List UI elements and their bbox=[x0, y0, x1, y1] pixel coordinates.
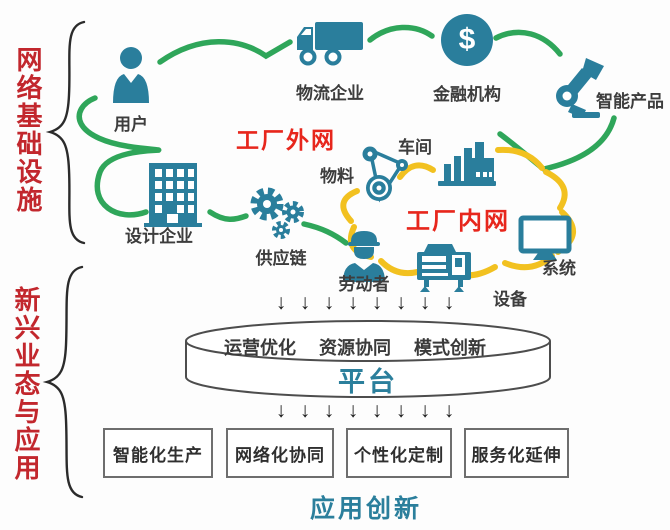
app-box-smart-production: 智能化生产 bbox=[103, 428, 213, 478]
factory-external-network-label: 工厂外网 bbox=[236, 127, 336, 153]
down-arrow-icon: ↓ bbox=[323, 399, 335, 422]
down-arrow-icon: ↓ bbox=[443, 291, 455, 314]
app-box-service-extension: 服务化延伸 bbox=[464, 428, 569, 478]
down-arrow-icon: ↓ bbox=[299, 291, 311, 314]
factory-icon bbox=[436, 140, 498, 188]
brace-bottom bbox=[42, 265, 84, 499]
down-arrow-icon: ↓ bbox=[419, 399, 431, 422]
pulley-belt-icon bbox=[358, 146, 414, 204]
down-arrow-icon: ↓ bbox=[395, 399, 407, 422]
down-arrow-icon: ↓ bbox=[299, 399, 311, 422]
truck-icon bbox=[295, 20, 365, 66]
node-equipment-label: 设备 bbox=[493, 290, 527, 309]
node-system-label: 系统 bbox=[542, 259, 576, 278]
left-section-label-network-infrastructure: 网络基础设施 bbox=[13, 46, 43, 214]
down-arrow-icon: ↓ bbox=[443, 399, 455, 422]
gears-icon bbox=[247, 186, 309, 242]
user-icon bbox=[111, 46, 151, 104]
node-workshop-label: 车间 bbox=[398, 138, 432, 157]
brace-top bbox=[45, 20, 86, 245]
node-smart-product-label: 智能产品 bbox=[596, 92, 664, 111]
app-box-personalized-customization: 个性化定制 bbox=[346, 428, 452, 478]
left-section-label-new-business: 新兴业态与应用 bbox=[11, 286, 41, 482]
platform-cylinder bbox=[185, 320, 551, 398]
down-arrow-icon: ↓ bbox=[347, 291, 359, 314]
down-arrow-icon: ↓ bbox=[395, 291, 407, 314]
platform-function: 模式创新 bbox=[414, 338, 486, 358]
down-arrow-icon: ↓ bbox=[419, 291, 431, 314]
down-arrow-icon: ↓ bbox=[371, 291, 383, 314]
platform-function: 运营优化 bbox=[224, 338, 296, 358]
building-icon bbox=[142, 160, 204, 228]
node-finance-label: 金融机构 bbox=[433, 85, 501, 104]
app-box-network-collaboration: 网络化协同 bbox=[226, 428, 334, 478]
application-innovation-title: 应用创新 bbox=[309, 495, 423, 523]
platform-functions: 运营优化 资源协同 模式创新 bbox=[224, 334, 486, 360]
robot-arm-icon bbox=[552, 56, 610, 118]
platform-function: 资源协同 bbox=[319, 338, 391, 358]
platform-name-label: 平台 bbox=[338, 367, 398, 397]
node-user-label: 用户 bbox=[114, 115, 148, 134]
node-worker-label: 劳动者 bbox=[338, 275, 390, 294]
down-arrow-icon: ↓ bbox=[371, 399, 383, 422]
factory-internal-network-label: 工厂内网 bbox=[406, 208, 510, 235]
down-arrow-icon: ↓ bbox=[275, 399, 287, 422]
dollar-symbol: $ bbox=[458, 23, 476, 56]
dollar-icon: $ bbox=[441, 14, 493, 66]
down-arrow-icon: ↓ bbox=[323, 291, 335, 314]
node-design-label: 设计企业 bbox=[125, 227, 193, 246]
down-arrow-icon: ↓ bbox=[275, 291, 287, 314]
down-arrow-icon: ↓ bbox=[347, 399, 359, 422]
machine-icon bbox=[412, 240, 476, 294]
node-logistics-label: 物流企业 bbox=[296, 84, 364, 103]
node-supply-chain-label: 供应链 bbox=[255, 249, 307, 268]
node-material-label: 物料 bbox=[320, 167, 354, 186]
